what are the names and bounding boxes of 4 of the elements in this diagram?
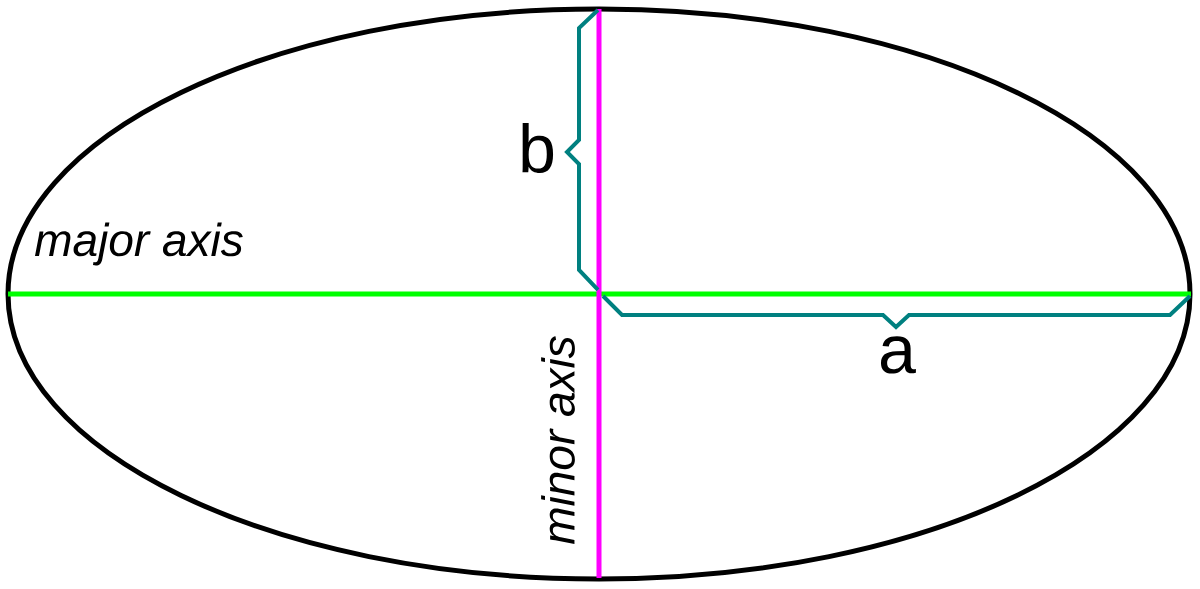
dimension-label: b (522, 123, 554, 173)
axis-label: minor axis (541, 336, 575, 544)
dimension-label: a (881, 336, 916, 374)
axis-label: major axis (35, 222, 243, 266)
